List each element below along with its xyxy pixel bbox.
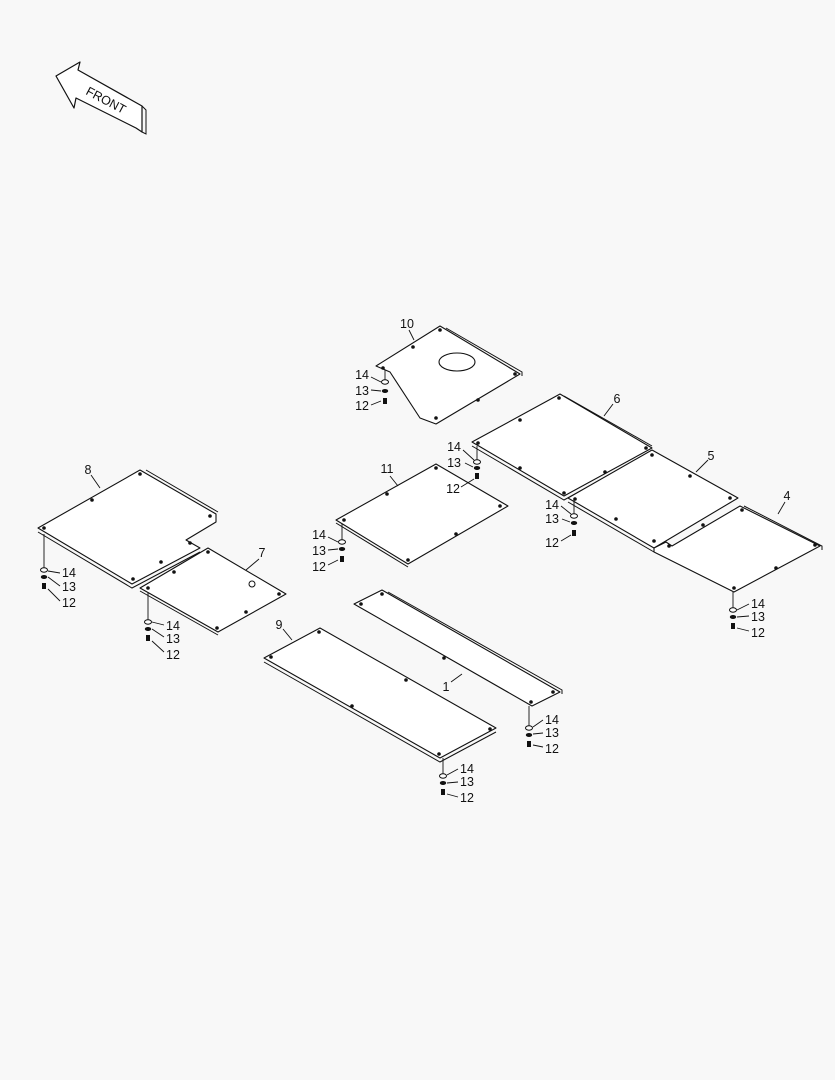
- hardware-stack: 14 13 12: [525, 706, 559, 756]
- hardware-stack: 14 13 12: [446, 440, 481, 496]
- hardware-stack: 14 13 12: [545, 498, 578, 550]
- hw-label-13: 13: [312, 544, 326, 558]
- hw-label-14: 14: [62, 566, 76, 580]
- hw-label-13: 13: [545, 512, 559, 526]
- hardware-stack: 14 13 12: [729, 592, 765, 640]
- panel-11: [335, 463, 509, 568]
- front-arrow-icon: FRONT: [55, 61, 147, 135]
- part-label-9: 9: [276, 618, 283, 632]
- panel-6: [471, 393, 653, 501]
- hw-label-12: 12: [545, 536, 559, 550]
- panel-1: [353, 589, 563, 707]
- hw-label-13: 13: [460, 775, 474, 789]
- hw-label-12: 12: [62, 596, 76, 610]
- panel-9: [263, 627, 497, 763]
- hw-label-12: 12: [355, 399, 369, 413]
- hw-label-14: 14: [447, 440, 461, 454]
- hw-label-13: 13: [62, 580, 76, 594]
- hw-label-13: 13: [751, 610, 765, 624]
- hw-label-12: 12: [446, 482, 460, 496]
- hw-label-14: 14: [166, 619, 180, 633]
- part-label-11: 11: [381, 462, 394, 476]
- hw-label-14: 14: [460, 762, 474, 776]
- part-label-8: 8: [85, 463, 92, 477]
- hw-label-12: 12: [545, 742, 559, 756]
- part-label-6: 6: [614, 392, 621, 406]
- hw-label-13: 13: [355, 384, 369, 398]
- panel-5: [567, 449, 739, 553]
- panel-4: [653, 505, 823, 593]
- part-labels: 10 6 5 4 11 8 7 9 1: [85, 317, 791, 694]
- hardware-stack: 14 13 12: [355, 368, 389, 413]
- hw-label-13: 13: [166, 632, 180, 646]
- part-label-10: 10: [400, 317, 414, 331]
- hw-label-12: 12: [166, 648, 180, 662]
- part-label-1: 1: [443, 680, 450, 694]
- panel-7: [139, 547, 287, 636]
- hardware-stack: 14 13 12: [40, 534, 76, 610]
- hardware-stack: 14 13 12: [312, 524, 346, 574]
- hw-label-14: 14: [312, 528, 326, 542]
- hw-label-13: 13: [447, 456, 461, 470]
- hardware-stack: 14 13 12: [439, 758, 474, 805]
- hw-label-13: 13: [545, 726, 559, 740]
- hw-label-14: 14: [355, 368, 369, 382]
- hw-label-12: 12: [460, 791, 474, 805]
- hardware-stack: 14 13 12: [144, 592, 180, 662]
- hw-label-14: 14: [545, 498, 559, 512]
- hw-label-12: 12: [751, 626, 765, 640]
- panel-8: [37, 469, 219, 589]
- panel-10: [375, 325, 523, 425]
- part-label-7: 7: [259, 546, 266, 560]
- part-label-4: 4: [784, 489, 791, 503]
- hw-label-14: 14: [545, 713, 559, 727]
- hw-label-12: 12: [312, 560, 326, 574]
- hw-label-14: 14: [751, 597, 765, 611]
- part-label-5: 5: [708, 449, 715, 463]
